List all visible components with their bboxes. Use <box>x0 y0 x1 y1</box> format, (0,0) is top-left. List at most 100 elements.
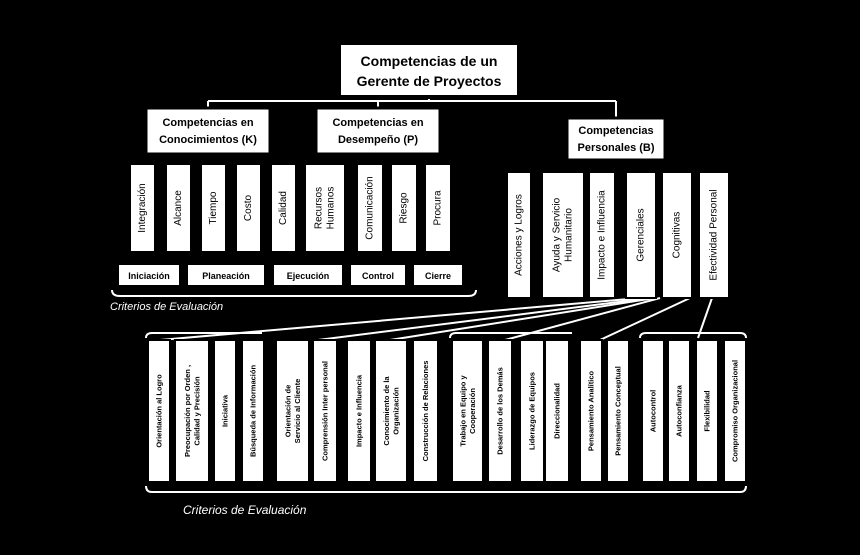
phase-label: Cierre <box>425 271 451 281</box>
knowledge-area-calidad: Calidad <box>270 163 297 253</box>
criterion-label: Desarrollo de los Demás <box>496 367 505 455</box>
criterion-desarrollo-de-los-demas: Desarrollo de los Demás <box>487 339 513 483</box>
knowledge-area-integracion: Integración <box>129 163 156 253</box>
phase-boxes: Iniciación Planeación Ejecución Control Cier… <box>117 263 464 287</box>
criterion-label: Pensamiento Analítico <box>587 371 596 452</box>
root-box: Competencias de un Gerente de Proyectos <box>337 41 521 99</box>
personal-area-label: Efectividad Personal <box>709 189 720 280</box>
criterion-orientacion-al-logro: Orientación al Logro <box>147 339 171 483</box>
criterion-iniciativa: Iniciativa <box>213 339 237 483</box>
connector-line <box>599 297 691 341</box>
criterion-pensamiento-conceptual: Pensamiento Conceptual <box>606 339 630 483</box>
criterion-label: Preocupación por Orden , <box>183 365 192 457</box>
personal-area-acciones-y-logros: Acciones y Logros <box>506 171 532 299</box>
personal-area-label: Impacto e Influencia <box>597 190 608 280</box>
personal-area-label: Gerenciales <box>636 208 647 261</box>
criterion-label: Flexibilidad <box>703 390 712 432</box>
knowledge-area-label: Comunicación <box>365 176 376 239</box>
criterion-label: Servicio al Cliente <box>293 379 302 444</box>
knowledge-area-label: Recursos <box>314 187 325 229</box>
root-title-line2: Gerente de Proyectos <box>357 73 502 89</box>
criterion-label: Direccionalidad <box>553 383 562 439</box>
knowledge-area-label: Procura <box>433 190 444 225</box>
criterion-liderazgo-de-equipos: Liderazgo de Equipos <box>519 339 545 483</box>
criterion-label: Organización <box>391 387 400 435</box>
knowledge-area-label: Tiempo <box>208 191 219 224</box>
personal-area-label: Ayuda y Servicio <box>552 197 563 272</box>
knowledge-area-riesgo: Riesgo <box>390 163 418 253</box>
knowledge-area-label: Alcance <box>173 190 184 226</box>
phase-label: Iniciación <box>128 271 170 281</box>
criterion-pensamiento-analitico: Pensamiento Analítico <box>579 339 603 483</box>
criterion-label: Cooperación <box>468 388 477 434</box>
root-title-line1: Competencias de un <box>361 53 498 69</box>
phase-planeacion: Planeación <box>186 263 266 287</box>
personal-area-label: Acciones y Logros <box>514 194 525 276</box>
phase-ejecucion: Ejecución <box>272 263 344 287</box>
criterion-autoconfianza: Autoconfianza <box>667 339 691 483</box>
criterion-label: Autoconfianza <box>675 384 684 436</box>
criterion-label: Pensamiento Conceptual <box>614 366 623 456</box>
criterion-label: Impacto e Influencia <box>355 374 364 447</box>
knowledge-area-label: Humanos <box>326 187 337 230</box>
criterion-construccion-de-relaciones: Construcción de Relaciones <box>412 339 439 483</box>
criteria-bracket-group4 <box>449 332 572 339</box>
criterion-comprension-inter-personal: Comprensión Inter personal <box>312 339 338 483</box>
criteria-label-bottom: Criterios de Evaluación <box>183 503 307 517</box>
phase-cierre: Cierre <box>412 263 464 287</box>
group-personal-box: Competencias Personales (B) <box>565 116 667 162</box>
knowledge-area-alcance: Alcance <box>165 163 192 253</box>
criterion-label: Trabajo en Equipo y <box>458 375 467 447</box>
criterion-impacto-e-influencia: Impacto e Influencia <box>346 339 372 483</box>
group-personal-line1: Competencias <box>578 125 653 137</box>
knowledge-areas: Integración Alcance Tiempo Costo Calidad Recu… <box>129 163 452 253</box>
criteria-bracket-group1 <box>145 332 262 339</box>
knowledge-area-tiempo: Tiempo <box>200 163 227 253</box>
criterion-label: Búsqueda de Información <box>249 365 258 458</box>
criterion-direccionalidad: Direccionalidad <box>544 339 570 483</box>
criterion-preocupacion-por-orden-calidad-y-precision: Preocupación por Orden ,Calidad y Precis… <box>174 339 210 483</box>
group-knowledge-line1: Competencias en <box>162 117 253 129</box>
criterion-label: Orientación de <box>283 385 292 438</box>
connector-line <box>697 297 713 339</box>
knowledge-area-label: Riesgo <box>399 192 410 224</box>
connector-line <box>389 297 656 341</box>
phase-label: Planeación <box>202 271 250 281</box>
group-personal-line2: Personales (B) <box>577 142 654 154</box>
phase-label: Ejecución <box>287 271 330 281</box>
knowledge-area-costo: Costo <box>235 163 262 253</box>
group-knowledge-box: Competencias en Conocimientos (K) <box>144 106 272 156</box>
group-knowledge-line2: Conocimientos (K) <box>159 134 257 146</box>
personal-area-impacto-e-influencia: Impacto e Influencia <box>588 171 616 299</box>
criterion-label: Comprensión Inter personal <box>321 361 330 461</box>
criterion-label: Conocimiento de la <box>382 376 391 446</box>
criteria-bracket-group6 <box>639 332 747 339</box>
knowledge-area-label: Integración <box>137 183 148 232</box>
criterion-label: Iniciativa <box>221 394 230 427</box>
knowledge-area-procura: Procura <box>424 163 452 253</box>
criteria-label-top: Criterios de Evaluación <box>110 301 223 313</box>
criterion-label: Calidad y Precisión <box>192 376 201 446</box>
connector-lines <box>111 97 747 493</box>
criterion-label: Construcción de Relaciones <box>421 361 430 462</box>
knowledge-area-label: Calidad <box>278 191 289 225</box>
phase-control: Control <box>349 263 407 287</box>
criterion-label: Orientación al Logro <box>155 374 164 448</box>
criterion-autocontrol: Autocontrol <box>641 339 665 483</box>
personal-area-efectividad-personal: Efectividad Personal <box>698 171 730 299</box>
personal-area-label: Cognitivas <box>672 212 683 259</box>
connector-line <box>317 297 651 341</box>
criteria-bracket-top <box>111 289 477 297</box>
personal-area-label: Humanitario <box>564 208 575 262</box>
criteria-boxes: Orientación al Logro Preocupación por Ord… <box>147 339 747 483</box>
group-performance-box: Competencias en Desempeño (P) <box>314 106 442 156</box>
criterion-busqueda-de-informacion: Búsqueda de Información <box>241 339 265 483</box>
group-performance-line1: Competencias en <box>332 117 423 129</box>
knowledge-area-label: Costo <box>243 195 254 222</box>
